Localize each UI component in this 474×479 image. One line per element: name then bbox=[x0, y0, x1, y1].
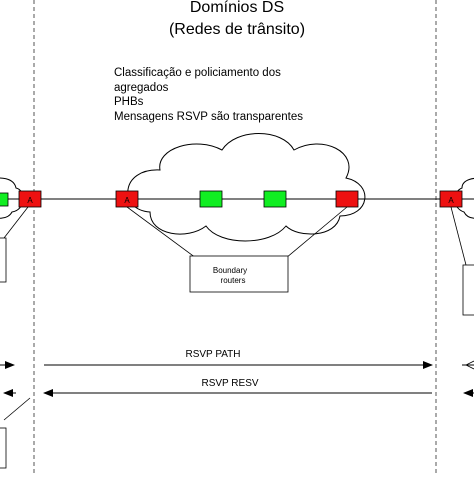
right-router-label: A bbox=[448, 196, 454, 205]
right-side-box bbox=[462, 264, 474, 316]
transit-network-cloud bbox=[127, 133, 366, 242]
egress-boundary-router bbox=[335, 190, 359, 208]
left-domain-boundary-router bbox=[18, 190, 42, 208]
note-line-4: Mensagens RSVP são transparentes bbox=[114, 111, 303, 123]
left-side-box bbox=[0, 237, 7, 283]
callout-line-egress bbox=[285, 206, 348, 259]
title-line-2: (Redes de trânsito) bbox=[169, 21, 305, 38]
lower-left-callout-line bbox=[3, 397, 31, 421]
right-side-callout-line bbox=[450, 206, 467, 266]
note-line-2: agregados bbox=[114, 82, 169, 94]
boundary-box-line-1: Boundary bbox=[213, 266, 247, 275]
callout-line-ingress bbox=[126, 206, 197, 259]
boundary-routers-box bbox=[189, 255, 289, 293]
rsvp-resv-label: RSVP RESV bbox=[201, 378, 258, 389]
interior-router-2 bbox=[263, 190, 287, 208]
title-line-1: Domínios DS bbox=[190, 0, 284, 16]
left-side-callout-line bbox=[3, 206, 29, 239]
rsvp-path-label: RSVP PATH bbox=[185, 349, 240, 360]
lower-left-box bbox=[0, 427, 7, 469]
note-line-1: Classificação e policiamento dos bbox=[114, 67, 281, 79]
right-path-arrow-head bbox=[465, 360, 474, 370]
left-edge-interior-router bbox=[0, 192, 9, 207]
note-line-3: PHBs bbox=[114, 96, 144, 108]
ingress-router-label: A bbox=[124, 196, 130, 205]
left-router-label: A bbox=[27, 196, 33, 205]
interior-router-1 bbox=[199, 190, 223, 208]
boundary-box-line-2: routers bbox=[221, 276, 246, 285]
